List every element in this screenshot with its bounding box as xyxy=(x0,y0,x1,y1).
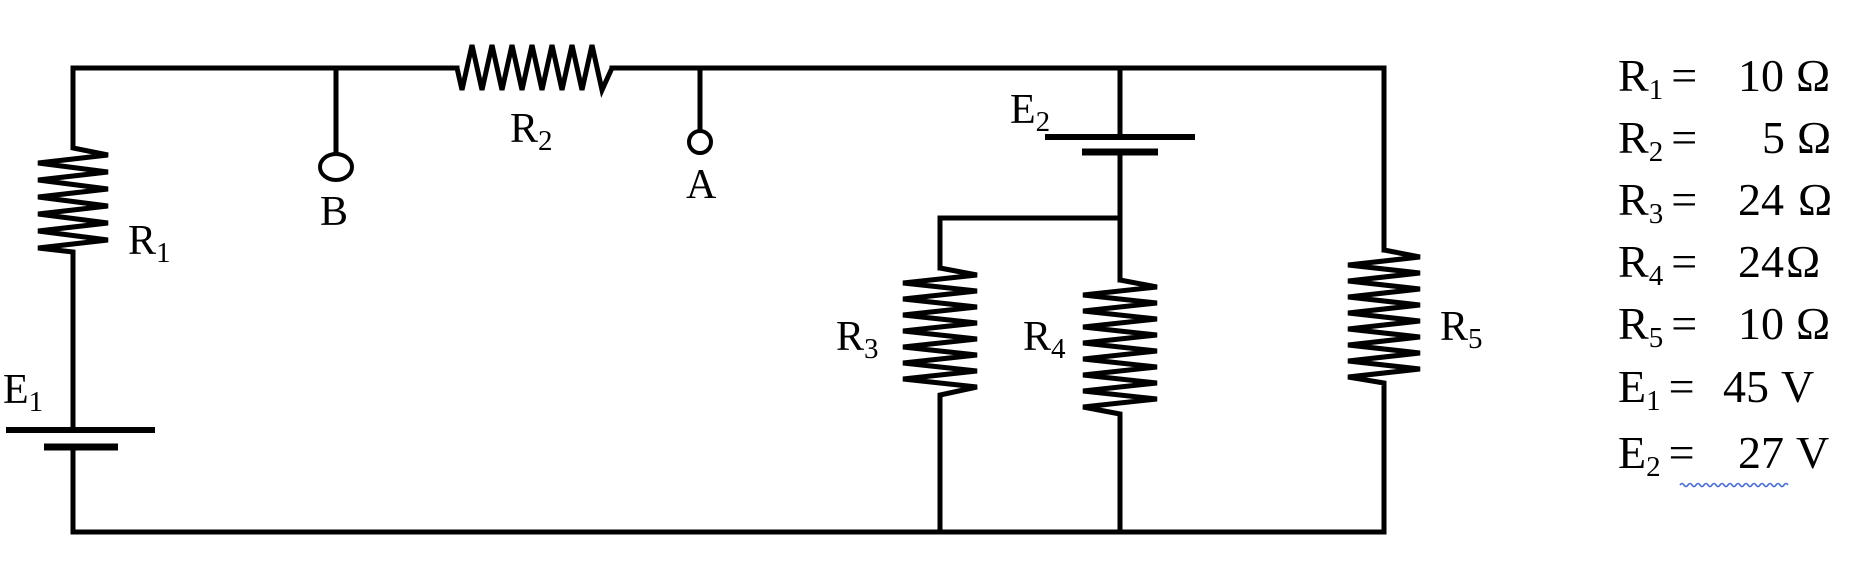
wires xyxy=(70,65,1387,535)
label-r4: R4 xyxy=(1023,314,1066,365)
terminal-a-node xyxy=(687,129,713,155)
terminal-b-node xyxy=(318,152,354,182)
resistor-r1-symbol xyxy=(37,128,109,266)
resistor-r3-symbol xyxy=(902,265,978,402)
value-r4: R4=24Ω xyxy=(1618,236,1820,292)
label-r3: R3 xyxy=(836,314,879,365)
label-terminal-a: A xyxy=(686,162,717,208)
resistor-r4-symbol xyxy=(1082,277,1158,420)
spellcheck-underline xyxy=(1679,482,1789,488)
resistors xyxy=(37,44,1421,420)
label-r5: R5 xyxy=(1440,304,1483,355)
label-terminal-b: B xyxy=(320,189,348,235)
resistor-r5-symbol xyxy=(1347,247,1421,390)
label-e1: E1 xyxy=(3,367,43,418)
battery-e1-symbol xyxy=(6,427,155,451)
resistor-r2-symbol xyxy=(454,44,615,98)
label-r1: R1 xyxy=(128,218,171,269)
label-r2: R2 xyxy=(510,106,553,157)
label-e2: E2 xyxy=(1010,87,1050,138)
battery-e2-symbol xyxy=(1045,134,1195,156)
